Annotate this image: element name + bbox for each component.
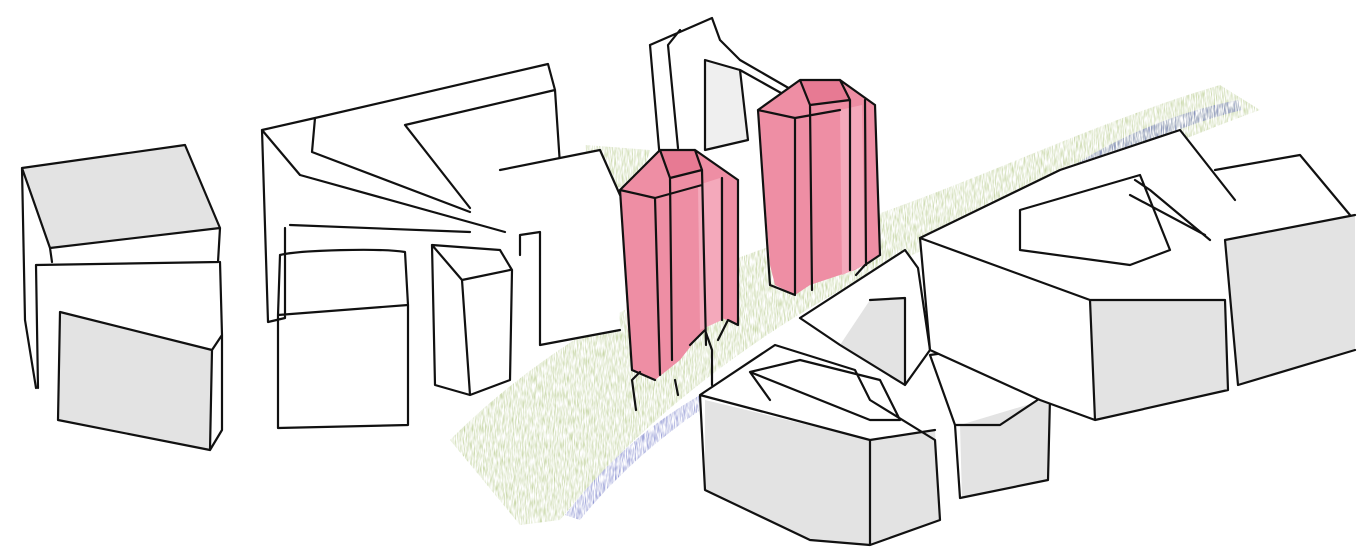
- building-rear-block: [648, 16, 794, 175]
- building-front-block: [698, 343, 942, 547]
- tower-left[interactable]: [618, 148, 740, 412]
- building-mid-right-block: [798, 248, 932, 387]
- building-centre-block: [498, 148, 622, 347]
- building-right-large-block: [918, 128, 1357, 422]
- building-left-centre: [260, 62, 562, 430]
- building-left-block: [20, 143, 224, 452]
- tower-right[interactable]: [756, 78, 882, 297]
